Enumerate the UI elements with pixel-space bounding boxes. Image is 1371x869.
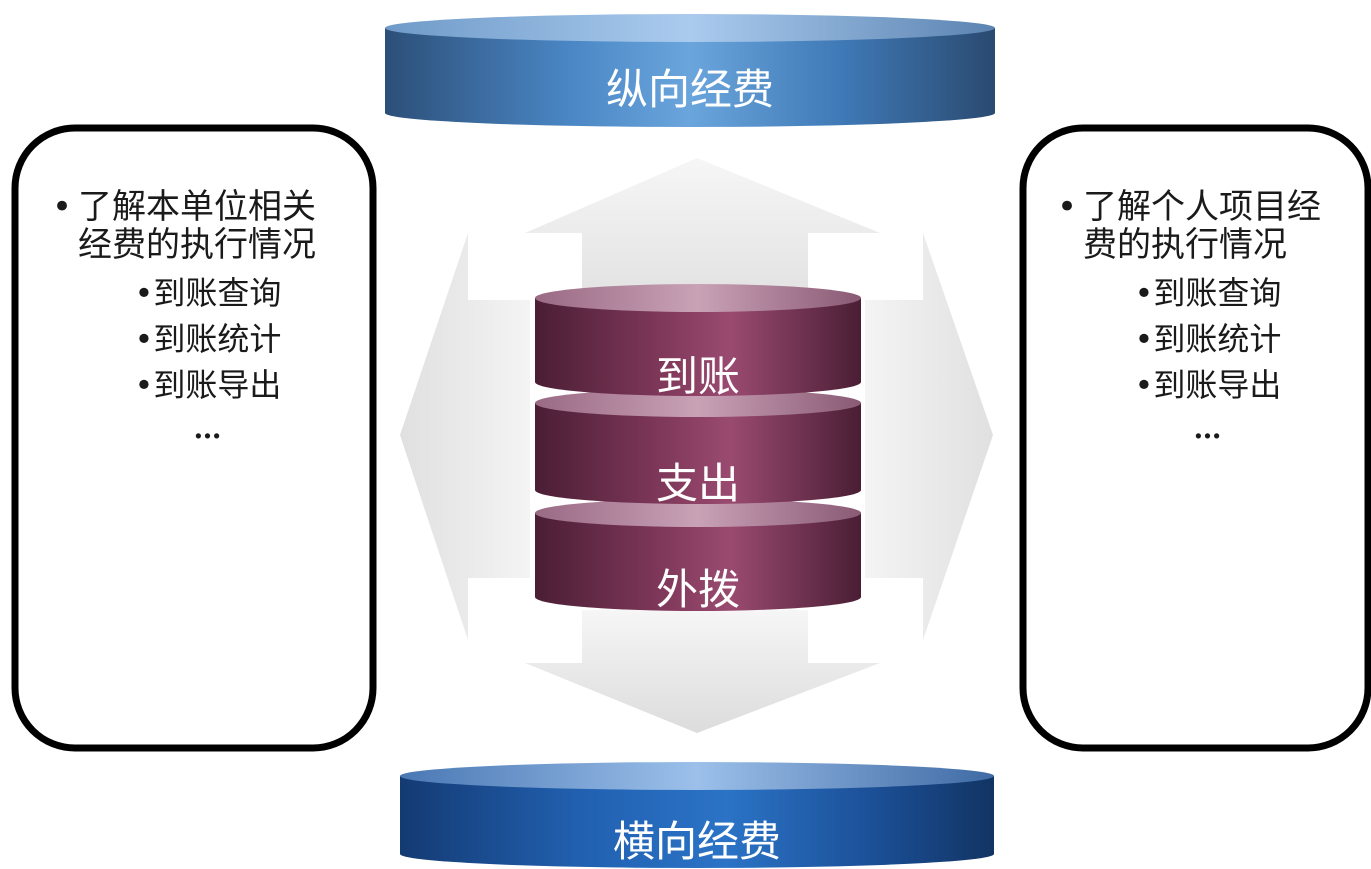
left-panel-box <box>11 124 377 752</box>
right-panel-more: … <box>1193 412 1223 445</box>
arrow-down <box>525 610 880 733</box>
right-panel-item: •到账查询 <box>1134 274 1282 312</box>
right-panel-item: •到账导出 <box>1134 366 1282 404</box>
top-cylinder-label: 纵向经费 <box>605 65 774 114</box>
left-panel-item: •到账统计 <box>134 320 282 358</box>
left-panel-heading-line2: 经费的执行情况 <box>78 225 316 265</box>
left-panel-heading-line1: 了解本单位相关 <box>78 187 316 227</box>
right-panel-heading-line2: 费的执行情况 <box>1083 225 1287 265</box>
right-panel: • 了解个人项目经 费的执行情况 •到账查询 •到账统计 •到账导出 … <box>1057 187 1353 445</box>
top-cylinder <box>385 14 995 127</box>
right-panel-bullet: • <box>1057 187 1078 227</box>
bottom-cylinder <box>400 762 994 868</box>
arrow-right <box>865 233 993 640</box>
left-panel-item: •到账查询 <box>134 274 282 312</box>
left-panel-heading: • 了解本单位相关 经费的执行情况 <box>52 187 348 265</box>
stack-label-3: 外拨 <box>655 565 740 614</box>
right-panel-heading: • 了解个人项目经 费的执行情况 <box>1057 187 1353 265</box>
right-panel-heading-line1: 了解个人项目经 <box>1083 187 1321 227</box>
left-panel-item: •到账导出 <box>134 366 282 404</box>
right-panel-item: •到账统计 <box>1134 320 1282 358</box>
right-panel-box <box>1019 124 1371 752</box>
stack-label-2: 支出 <box>655 459 740 508</box>
arrow-left <box>400 233 530 640</box>
left-panel-more: … <box>193 412 223 445</box>
bottom-cylinder-label: 横向经费 <box>612 817 781 866</box>
stack-layer-2 <box>535 389 861 504</box>
stack-layer-1 <box>535 284 861 396</box>
stack-label-1: 到账 <box>655 352 740 401</box>
arrow-up <box>525 158 880 300</box>
left-panel: • 了解本单位相关 经费的执行情况 •到账查询 •到账统计 •到账导出 … <box>52 187 348 445</box>
left-panel-bullet: • <box>52 187 73 227</box>
stack-layer-3 <box>535 499 861 611</box>
